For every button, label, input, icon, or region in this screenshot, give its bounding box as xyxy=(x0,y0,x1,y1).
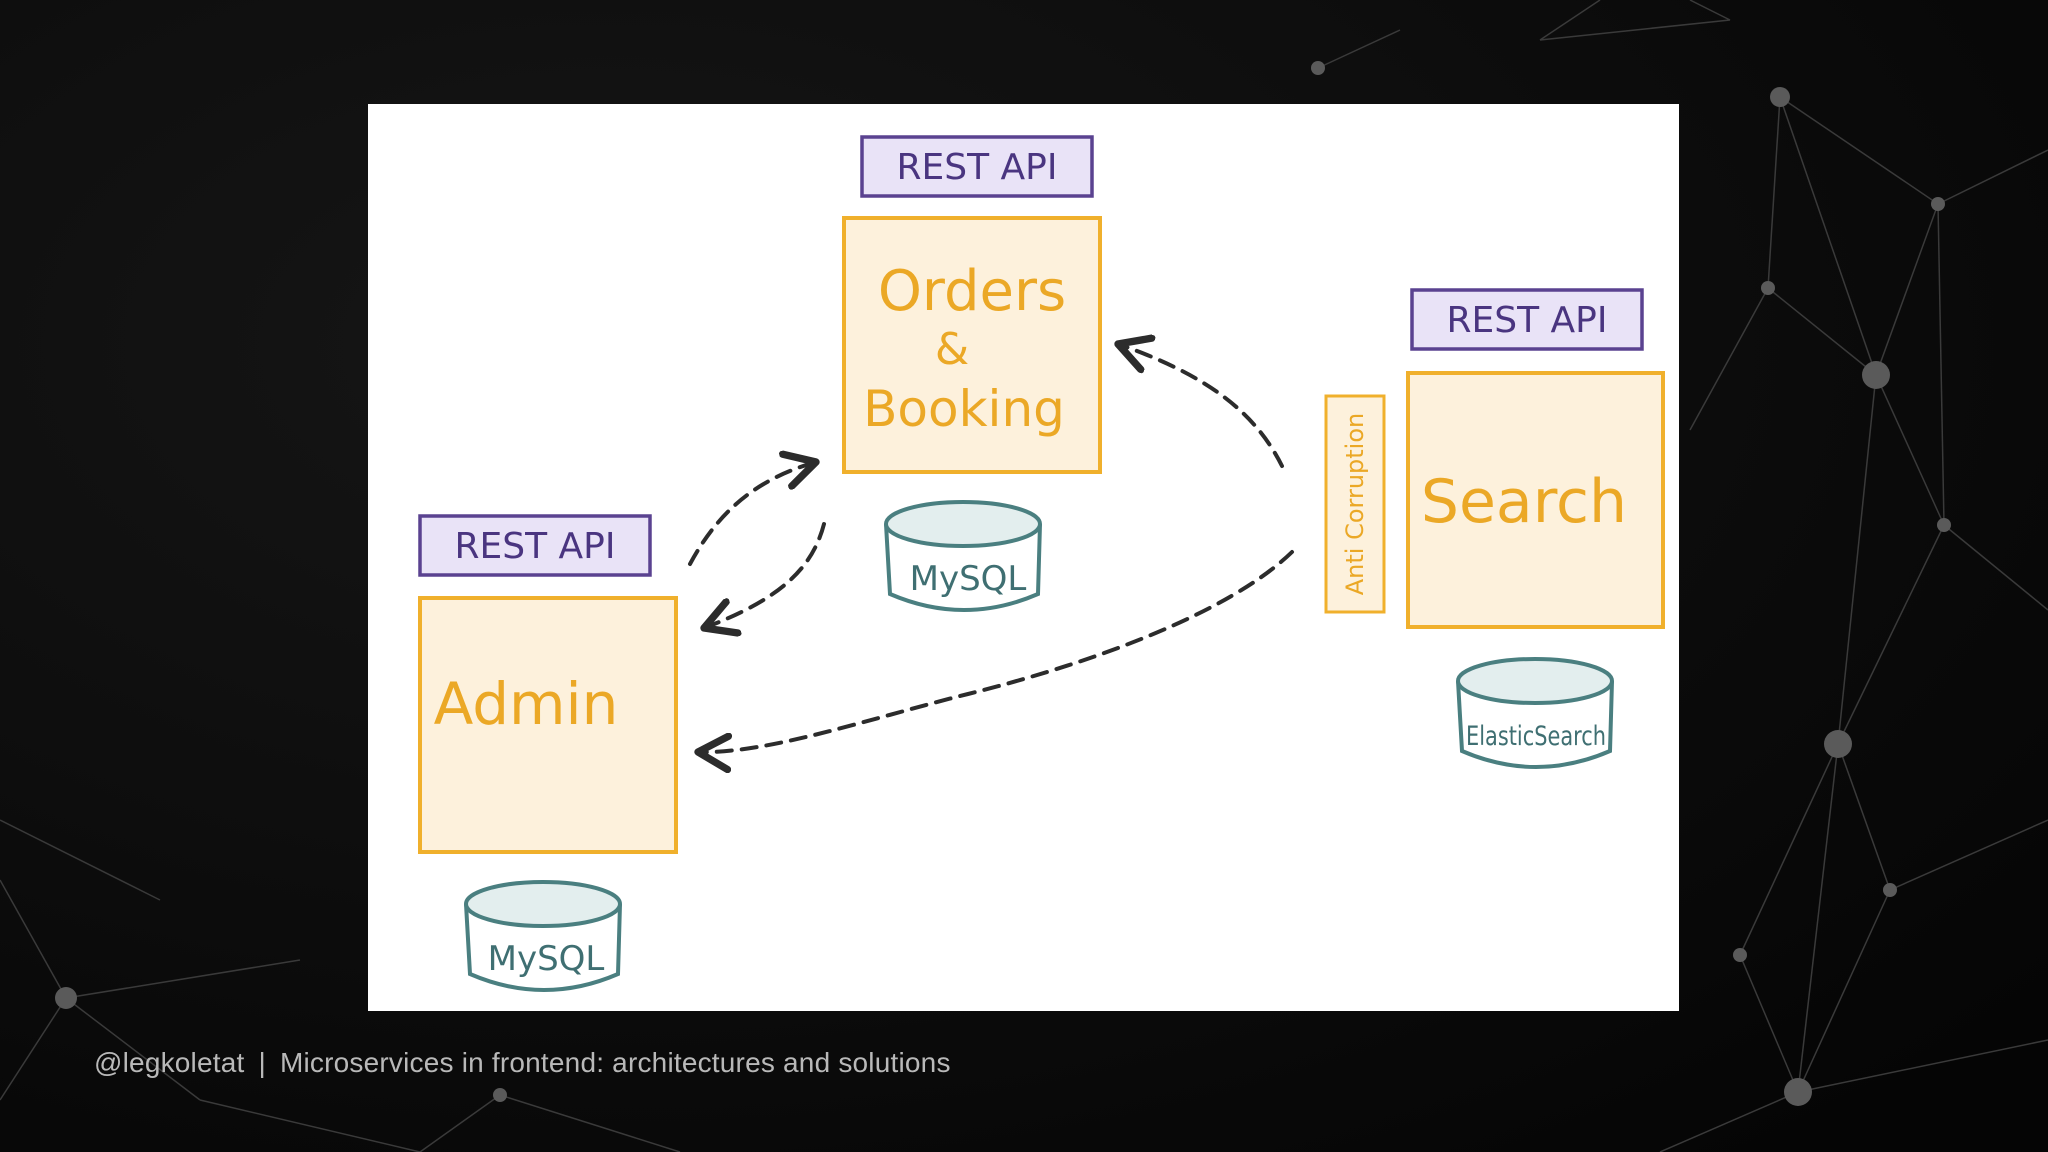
admin-db-label: MySQL xyxy=(488,939,605,979)
footer-handle: @legkoletat xyxy=(94,1047,245,1078)
slide-footer: @legkoletat | Microservices in frontend: a… xyxy=(94,1047,951,1079)
orders-rest-api-box: REST API xyxy=(860,135,1094,198)
admin-rest-api-box: REST API xyxy=(418,514,652,577)
orders-db-label: MySQL xyxy=(910,559,1027,599)
anti-corruption-label: Anti Corruption xyxy=(1341,413,1369,596)
orders-title-line-1: Orders xyxy=(878,259,1066,324)
search-elasticsearch-database: ElasticSearch xyxy=(1456,657,1614,769)
search-rest-api-label: REST API xyxy=(1447,300,1608,341)
diagram-card: REST API Orders & Booking MySQL REST API xyxy=(368,104,1679,1011)
footer-title: Microservices in frontend: architectures… xyxy=(279,1047,951,1078)
search-title: Search xyxy=(1421,467,1627,537)
orders-service-group: REST API Orders & Booking MySQL xyxy=(842,135,1102,612)
arrow-search-to-orders xyxy=(1118,344,1284,468)
arrow-search-to-admin xyxy=(698,550,1294,752)
admin-box: Admin xyxy=(418,596,678,854)
search-rest-api-box: REST API xyxy=(1410,288,1644,351)
orders-title-line-2: & xyxy=(935,324,969,375)
architecture-diagram: REST API Orders & Booking MySQL REST API xyxy=(418,135,1665,992)
admin-rest-api-label: REST API xyxy=(455,526,616,567)
arrow-admin-to-orders xyxy=(688,462,816,566)
orders-rest-api-label: REST API xyxy=(897,147,1058,188)
admin-title: Admin xyxy=(434,670,619,738)
arrow-orders-to-admin xyxy=(704,522,826,628)
search-box: Search xyxy=(1406,371,1665,629)
anti-corruption-layer: Anti Corruption xyxy=(1324,394,1386,614)
search-service-group: REST API Anti Corruption Search ElasticS… xyxy=(1324,288,1665,769)
footer-separator: | xyxy=(258,1047,266,1078)
admin-mysql-database: MySQL xyxy=(464,880,622,992)
orders-title-line-3: Booking xyxy=(863,380,1065,438)
orders-mysql-database: MySQL xyxy=(884,500,1042,612)
admin-service-group: REST API Admin MySQL xyxy=(418,514,678,992)
orders-booking-box: Orders & Booking xyxy=(842,216,1102,474)
search-db-label: ElasticSearch xyxy=(1466,721,1606,752)
